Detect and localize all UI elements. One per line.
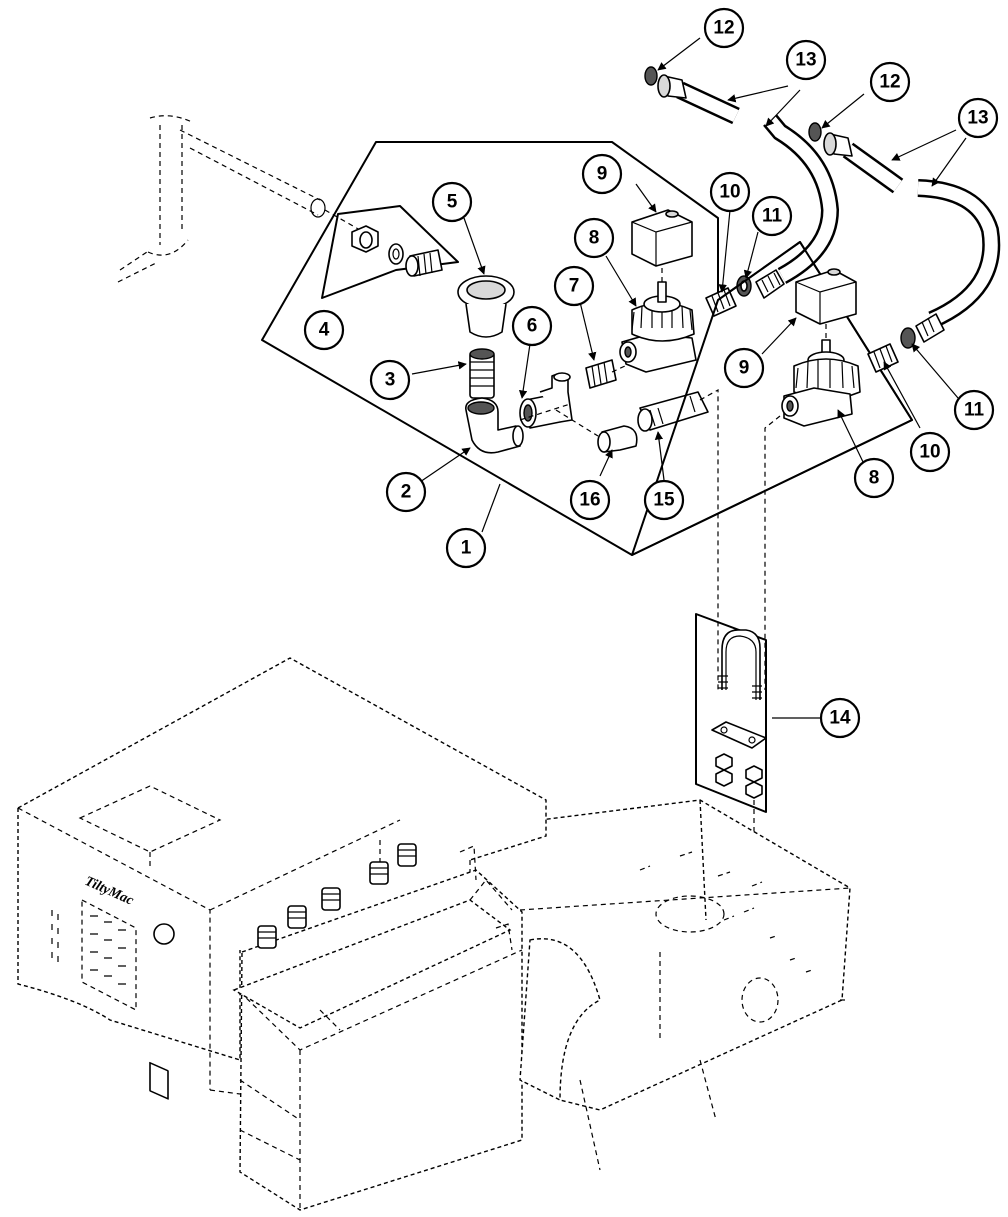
tee-6 — [519, 372, 573, 429]
callout-1: 1 — [445, 527, 487, 569]
callout-13-right: 13 — [957, 97, 999, 139]
valve-kit-boundary-right — [631, 241, 913, 556]
battery-tray — [379, 799, 851, 1171]
u-bolt-kit-14 — [695, 613, 767, 880]
callout-label: 2 — [401, 482, 412, 503]
callout-11-right: 11 — [953, 389, 995, 431]
callout-label: 9 — [739, 358, 750, 379]
callout-13-upper: 13 — [785, 39, 827, 81]
callout-label: 11 — [964, 400, 985, 421]
fitting-10-upper — [705, 287, 737, 317]
callout-12-upper: 12 — [703, 7, 745, 49]
callout-label: 6 — [527, 316, 538, 337]
control-box: TiltyMac — [17, 657, 547, 1100]
callout-6: 6 — [511, 305, 553, 347]
callout-4: 4 — [303, 309, 345, 351]
keypad — [81, 899, 137, 1011]
knob — [153, 923, 175, 945]
hold-down-strap — [519, 938, 601, 1102]
hose-13-right — [823, 132, 1001, 343]
callout-label: 11 — [762, 206, 783, 227]
callout-label: 12 — [713, 18, 734, 39]
fitting-10-lower — [867, 343, 899, 373]
power-switch — [149, 1061, 169, 1100]
elbow-2 — [465, 397, 524, 454]
elbow-16 — [597, 425, 638, 453]
callout-8-upper: 8 — [573, 217, 615, 259]
callout-10-upper: 10 — [709, 171, 751, 213]
fitting-set-4 — [321, 205, 459, 299]
supply-pipe — [117, 115, 361, 283]
callout-9-lower: 9 — [723, 347, 765, 389]
callout-label: 12 — [879, 72, 900, 93]
callout-8-lower: 8 — [853, 457, 895, 499]
callout-label: 13 — [967, 108, 988, 129]
washer-12-right — [808, 122, 822, 142]
battery — [232, 843, 523, 1211]
callout-label: 15 — [653, 490, 675, 511]
callout-9-upper: 9 — [581, 153, 623, 195]
callout-label: 10 — [719, 182, 740, 203]
callout-14: 14 — [819, 697, 861, 739]
vent-slots — [51, 910, 59, 962]
callout-label: 14 — [829, 708, 851, 729]
cap-5 — [457, 275, 515, 338]
callout-label: 7 — [569, 276, 580, 297]
nipple-7 — [585, 359, 617, 389]
long-nipple-15 — [637, 391, 709, 432]
callout-label: 8 — [589, 228, 600, 249]
callout-7: 7 — [553, 265, 595, 307]
solenoid-valve-8-upper — [619, 262, 697, 373]
callout-label: 13 — [795, 50, 816, 71]
nipple-3 — [469, 348, 495, 399]
callout-label: 3 — [385, 370, 396, 391]
leader-lines — [411, 37, 967, 719]
callout-label: 5 — [447, 192, 458, 213]
callout-16: 16 — [569, 479, 611, 521]
callout-label: 9 — [597, 164, 608, 185]
callout-12-right: 12 — [869, 61, 911, 103]
solenoid-coil-9-upper — [631, 209, 693, 267]
callout-5: 5 — [431, 181, 473, 223]
callout-3: 3 — [369, 359, 411, 401]
callout-label: 10 — [919, 442, 940, 463]
solenoid-valve-8-lower — [781, 339, 861, 427]
callout-11-upper: 11 — [751, 195, 793, 237]
callout-label: 4 — [319, 320, 330, 341]
ferrule-11-right — [900, 327, 916, 349]
callout-2: 2 — [385, 471, 427, 513]
solenoid-coil-9-lower — [795, 268, 857, 340]
battery-terminals — [257, 843, 417, 949]
callout-label: 16 — [579, 490, 600, 511]
callout-label: 1 — [461, 538, 472, 559]
callout-label: 8 — [869, 468, 880, 489]
callout-10-lower: 10 — [909, 431, 951, 473]
callout-15: 15 — [643, 479, 685, 521]
washer-12-upper — [644, 66, 658, 86]
